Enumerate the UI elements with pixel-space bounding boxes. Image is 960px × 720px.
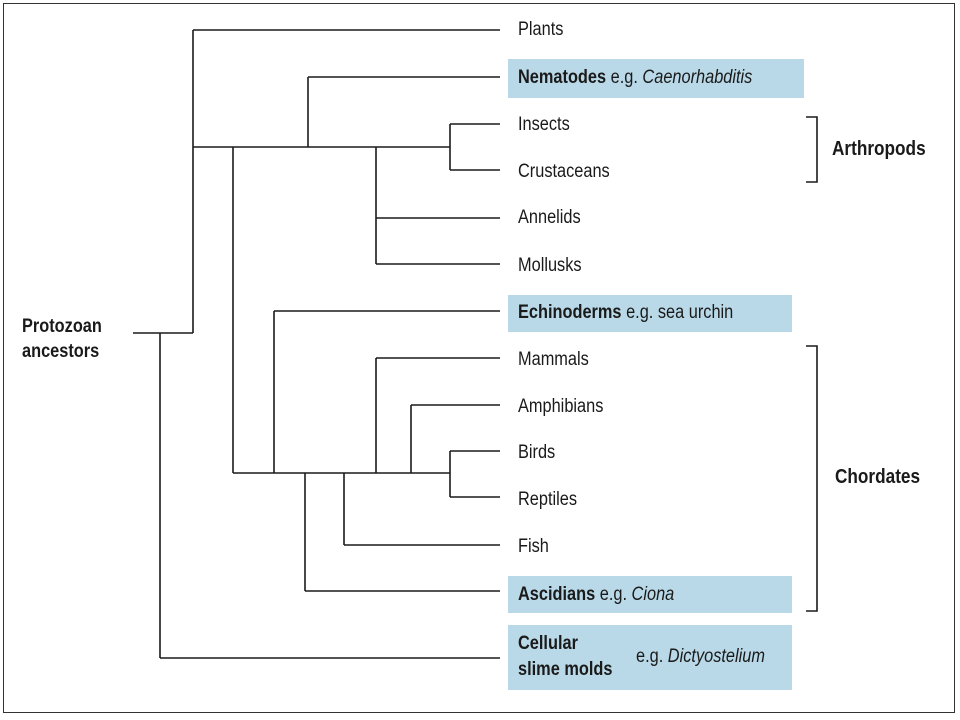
group-chordates: Chordates bbox=[835, 466, 921, 488]
root-label-line1: Protozoan bbox=[22, 316, 102, 337]
taxon-crustaceans: Crustaceans bbox=[518, 161, 610, 182]
chordates-bracket bbox=[806, 345, 818, 612]
root-label-line2: ancestors bbox=[22, 341, 100, 362]
echinoderms-highlight bbox=[508, 295, 792, 332]
ascidians-name: Ascidians bbox=[518, 584, 596, 605]
group-arthropods: Arthropods bbox=[832, 138, 926, 160]
echinoderms-name: Echinoderms bbox=[518, 302, 622, 323]
slime-molds-example: Dictyostelium bbox=[667, 646, 765, 667]
taxon-amphibians: Amphibians bbox=[518, 396, 604, 417]
nematodes-example: Caenorhabditis bbox=[642, 67, 753, 88]
taxon-insects: Insects bbox=[518, 114, 570, 135]
taxon-nematodes: Nematodes e.g. Caenorhabditis bbox=[518, 66, 752, 90]
arthropods-bracket bbox=[806, 116, 818, 183]
taxon-plants: Plants bbox=[518, 19, 564, 40]
echinoderms-eg: e.g. sea urchin bbox=[626, 302, 734, 323]
nematodes-highlight bbox=[508, 59, 804, 98]
taxon-birds: Birds bbox=[518, 442, 556, 463]
taxon-ascidians: Ascidians e.g. Ciona bbox=[518, 583, 674, 607]
nematodes-name: Nematodes bbox=[518, 67, 607, 88]
taxon-annelids: Annelids bbox=[518, 207, 581, 228]
taxon-mammals: Mammals bbox=[518, 349, 589, 370]
taxon-fish: Fish bbox=[518, 536, 549, 557]
ascidians-eg: e.g. bbox=[599, 584, 628, 605]
ascidians-highlight bbox=[508, 576, 792, 613]
taxon-reptiles: Reptiles bbox=[518, 489, 578, 510]
slime-molds-name-line1: Cellular bbox=[518, 633, 578, 654]
slime-molds-name-line2: slime molds bbox=[518, 659, 613, 680]
ascidians-example: Ciona bbox=[631, 584, 675, 605]
taxon-mollusks: Mollusks bbox=[518, 255, 582, 276]
slime-molds-example-line: e.g. Dictyostelium bbox=[636, 645, 765, 669]
slime-molds-highlight bbox=[508, 625, 792, 690]
taxon-echinoderms: Echinoderms e.g. sea urchin bbox=[518, 301, 733, 325]
slime-molds-eg: e.g. bbox=[636, 646, 664, 667]
figure-frame bbox=[3, 3, 955, 713]
root-label: Protozoan ancestors bbox=[22, 314, 102, 364]
nematodes-eg: e.g. bbox=[610, 67, 638, 88]
